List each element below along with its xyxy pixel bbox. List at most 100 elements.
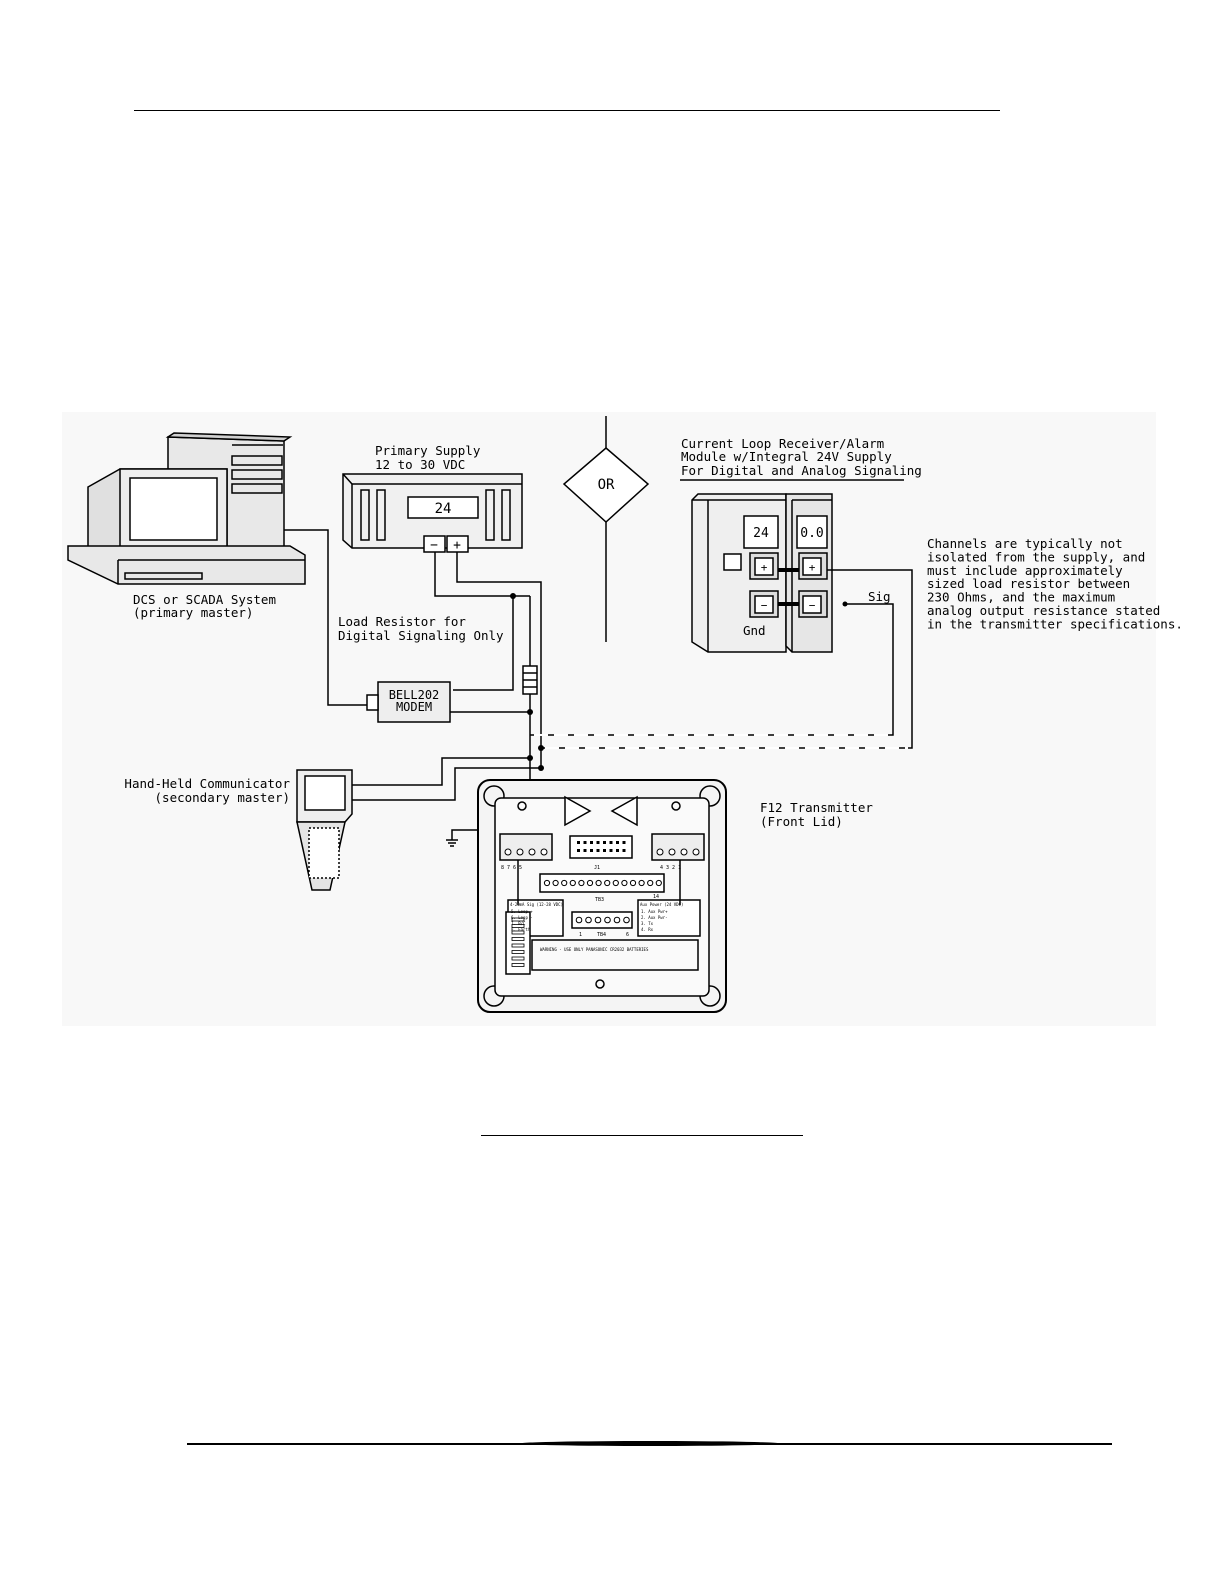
receiver-display-right: 0.0 xyxy=(800,526,823,541)
header-pin xyxy=(511,917,525,922)
receiver-plus-right: + xyxy=(809,561,816,574)
gnd-label: Gnd xyxy=(743,623,766,638)
svg-text:Load Resistor for: Load Resistor for xyxy=(338,614,466,629)
terminal-screw xyxy=(604,879,611,887)
terminal-screw xyxy=(656,848,664,856)
terminal-screw xyxy=(543,879,551,887)
svg-text:4. Rx: 4. Rx xyxy=(641,927,654,932)
terminal-screw xyxy=(528,848,536,856)
j1-pin xyxy=(616,849,619,852)
terminal-screw xyxy=(575,916,583,924)
channels-note-line: Channels are typically not xyxy=(927,536,1123,551)
svg-text:Primary Supply: Primary Supply xyxy=(375,443,481,458)
svg-text:J1: J1 xyxy=(594,865,600,871)
header-pin xyxy=(511,956,525,961)
j1-pin xyxy=(609,841,613,844)
top-rule xyxy=(134,110,1000,111)
j1-pin xyxy=(590,849,593,852)
dcs-computer-icon xyxy=(67,432,306,585)
svg-text:For Digital and Analog Signali: For Digital and Analog Signaling xyxy=(681,463,922,478)
svg-text:DCS or SCADA System: DCS or SCADA System xyxy=(133,592,276,607)
j1-pin xyxy=(590,841,593,844)
svg-text:4-20mA Sig (12-28 VDC): 4-20mA Sig (12-28 VDC) xyxy=(510,902,563,907)
terminal-screw xyxy=(623,916,630,924)
receiver-minus-right: − xyxy=(809,599,816,612)
channels-note-line: in the transmitter specifications. xyxy=(927,616,1183,631)
supply-minus: − xyxy=(430,538,438,553)
svg-text:BELL202: BELL202 xyxy=(389,688,440,702)
j1-pin xyxy=(603,841,606,844)
terminal-screw xyxy=(586,879,594,887)
svg-text:TB4: TB4 xyxy=(597,932,606,938)
supply-plus: + xyxy=(453,538,461,553)
svg-text:1. Aux Pwr+: 1. Aux Pwr+ xyxy=(641,909,668,914)
svg-text:8. Earth: 8. Earth xyxy=(511,927,531,932)
svg-text:Module w/Integral 24V Supply: Module w/Integral 24V Supply xyxy=(681,449,892,464)
header-pin xyxy=(511,930,525,935)
terminal-screw xyxy=(692,848,700,856)
j1-pin xyxy=(609,849,613,852)
or-label: OR xyxy=(598,477,615,493)
hhc-label: Hand-Held Communicator (secondary master… xyxy=(124,776,290,805)
channels-note-line: 230 Ohms, and the maximum xyxy=(927,590,1115,605)
receiver-module-icon xyxy=(691,493,833,653)
j1-pin xyxy=(603,849,606,852)
svg-text:Aux Power (24 VDC): Aux Power (24 VDC) xyxy=(640,902,683,907)
header-pin xyxy=(511,963,525,967)
channels-note-line: isolated from the supply, and xyxy=(927,549,1145,564)
sig-label: Sig xyxy=(868,589,891,604)
header-pin xyxy=(511,924,525,928)
primary-supply-icon xyxy=(342,473,523,553)
svg-text:3. Tx: 3. Tx xyxy=(641,921,654,926)
svg-text:Digital Signaling Only: Digital Signaling Only xyxy=(338,628,504,643)
terminal-screw xyxy=(578,879,585,887)
receiver-plus-left: + xyxy=(761,561,768,574)
pcb-labels: J1 TB3 14 TB4 1 6 8 7 6 5 4 3 2 1 4-20mA… xyxy=(501,865,683,952)
terminal-screw xyxy=(680,848,688,856)
svg-text:6: 6 xyxy=(626,932,629,938)
terminal-screw xyxy=(516,848,524,856)
svg-text:(secondary master): (secondary master) xyxy=(155,790,290,805)
j1-pin xyxy=(622,841,626,844)
svg-text:TB3: TB3 xyxy=(595,897,604,903)
svg-text:7. B/C: 7. B/C xyxy=(511,921,526,926)
terminal-screw xyxy=(552,879,559,887)
terminal-screw xyxy=(569,879,576,887)
terminal-screw xyxy=(638,879,645,887)
terminal-screw xyxy=(540,848,548,856)
svg-text:6. Loop -: 6. Loop - xyxy=(511,915,533,920)
svg-text:F12 Transmitter: F12 Transmitter xyxy=(760,800,873,815)
terminal-screw xyxy=(655,879,662,887)
terminal-screw xyxy=(595,879,602,887)
footer-rule-thick xyxy=(520,1441,780,1446)
modem-label: BELL202 MODEM xyxy=(389,688,440,714)
hand-held-communicator-icon xyxy=(296,769,353,891)
terminal-screw xyxy=(629,879,637,887)
transmitter-label: F12 Transmitter (Front Lid) xyxy=(760,800,873,829)
svg-text:Hand-Held Communicator: Hand-Held Communicator xyxy=(124,776,290,791)
j1-pin xyxy=(596,841,600,844)
receiver-label: Current Loop Receiver/Alarm Module w/Int… xyxy=(681,436,922,478)
svg-text:(primary master): (primary master) xyxy=(133,605,253,620)
svg-text:Current Loop Receiver/Alarm: Current Loop Receiver/Alarm xyxy=(681,436,884,451)
svg-text:WARNING - USE ONLY PANASONIC C: WARNING - USE ONLY PANASONIC CR2032 BATT… xyxy=(540,947,649,952)
terminal-screw xyxy=(504,848,512,856)
terminal-blocks xyxy=(504,841,700,967)
terminal-screw xyxy=(613,916,621,924)
header-pin xyxy=(511,950,525,954)
header-pin xyxy=(511,943,525,948)
supply-label: Primary Supply 12 to 30 VDC xyxy=(375,443,481,472)
svg-text:MODEM: MODEM xyxy=(396,700,432,714)
channels-note-line: sized load resistor between xyxy=(927,576,1130,591)
svg-text:1: 1 xyxy=(579,932,582,938)
j1-pin xyxy=(577,841,580,844)
svg-text:5. Loop +: 5. Loop + xyxy=(511,909,533,914)
header-pin xyxy=(511,937,525,941)
load-resistor-label: Load Resistor for Digital Signaling Only xyxy=(338,614,504,643)
svg-text:(Front Lid): (Front Lid) xyxy=(760,814,843,829)
svg-text:4 3 2 1: 4 3 2 1 xyxy=(660,865,681,871)
channels-note-line: must include approximately xyxy=(927,563,1123,578)
svg-text:8 7 6 5: 8 7 6 5 xyxy=(501,865,522,871)
